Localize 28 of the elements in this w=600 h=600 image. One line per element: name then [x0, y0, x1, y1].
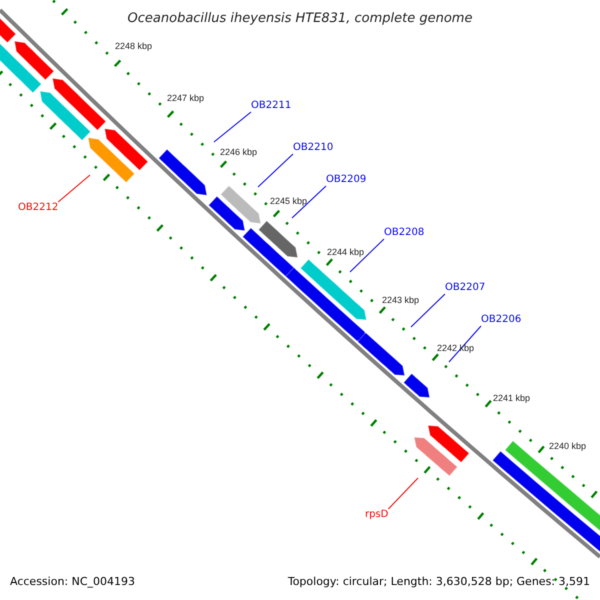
position-label: 2242 kbp: [437, 343, 474, 354]
gene-label: OB2206: [481, 314, 522, 326]
gene-label: OB2212: [18, 202, 58, 214]
position-label: 2243 kbp: [382, 295, 420, 306]
map-title: Oceanobacillus iheyensis HTE831, complete genome: [126, 10, 474, 28]
accession-text: Accession: NC_004193: [10, 574, 136, 590]
gene-label: rpsD: [365, 509, 388, 521]
position-label: 2247 kbp: [167, 93, 204, 104]
gene-label: OB2208: [384, 227, 424, 239]
gene-label: OB2209: [326, 174, 366, 186]
leader-line: [292, 186, 326, 218]
gene-label: OB2207: [445, 282, 486, 294]
leader-line: [258, 154, 294, 188]
leader-line: [448, 326, 482, 362]
position-label: 2245 kbp: [270, 196, 308, 207]
position-label: 2241 kbp: [493, 393, 530, 404]
leader-line: [214, 112, 252, 142]
gene-label: OB2210: [293, 142, 334, 154]
position-label: 2240 kbp: [549, 441, 586, 452]
gene-label: OB2211: [251, 100, 292, 112]
leader-line: [388, 478, 418, 510]
position-label: 2244 kbp: [327, 247, 364, 258]
position-label: 2246 kbp: [220, 147, 258, 158]
position-label: 2248 kbp: [115, 41, 152, 52]
leader-line: [58, 174, 90, 202]
leader-line: [350, 238, 384, 272]
genome-info-text: Topology: circular; Length: 3,630,528 bp; Genes: 3,591: [288, 574, 590, 590]
leader-line: [410, 294, 446, 328]
